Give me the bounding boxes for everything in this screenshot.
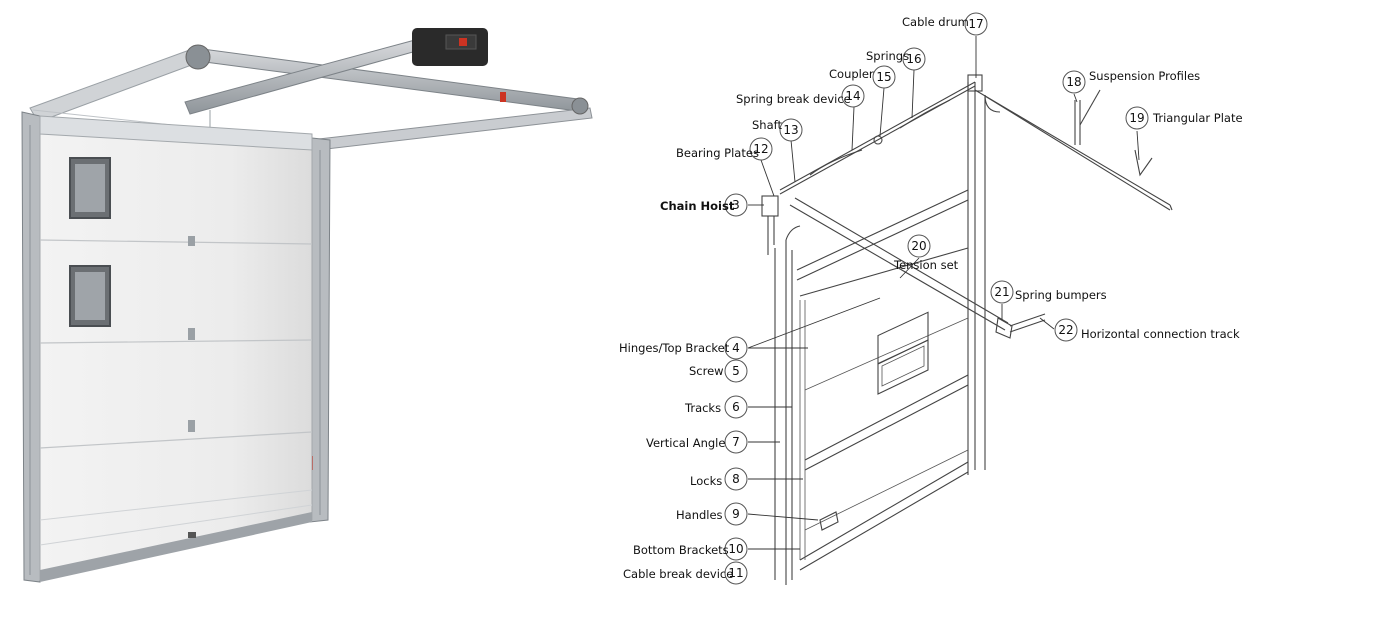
callout-shaft: 13 Shaft [752, 118, 803, 142]
door-photo [21, 28, 593, 583]
door-panel-drawing [796, 189, 969, 571]
callout-number-8: 8 [732, 472, 740, 486]
callout-bubble-17 [964, 12, 988, 36]
callout-hinges-top-bracket: 4 Hinges/Top Bracket [619, 336, 748, 360]
callout-number-9: 9 [732, 507, 740, 521]
callout-tracks: 6 Tracks [684, 395, 748, 419]
callout-chain-hoist: 3 Chain Hoist [660, 193, 748, 217]
label-triangular-plate: Triangular Plate [1152, 111, 1243, 125]
callout-number-15: 15 [876, 70, 891, 84]
callout-bubble-4 [724, 336, 748, 360]
label-bottom-brackets: Bottom Brackets [633, 543, 729, 557]
callout-number-18: 18 [1066, 75, 1081, 89]
callout-bubble-22 [1054, 318, 1078, 342]
callout-bubble-16 [902, 47, 926, 71]
callout-spring-break-device: 14 Spring break device [736, 84, 865, 108]
label-hinges-top-bracket: Hinges/Top Bracket [619, 341, 730, 355]
callout-number-6: 6 [732, 400, 740, 414]
callout-bubble-21 [990, 280, 1014, 304]
label-chain-hoist: Chain Hoist [660, 199, 735, 213]
callout-number-4: 4 [732, 341, 740, 355]
callout-bearing-plates: 12 Bearing Plates [676, 137, 773, 161]
callout-spring-bumpers: 21 Spring bumpers [990, 280, 1107, 304]
door-panel [39, 115, 313, 582]
callout-bubble-9 [724, 502, 748, 526]
callout-number-12: 12 [753, 142, 768, 156]
label-cable-break-device: Cable break device [623, 567, 733, 581]
callout-cable-break-device: 11 Cable break device [623, 561, 748, 585]
horizontal-tracks-drawing [789, 89, 1173, 339]
callout-bubble-20 [907, 234, 931, 258]
leader-lines [747, 36, 1140, 550]
technical-drawing: 17 Cable drum 16 Springs 15 Coupler 14 S… [619, 12, 1243, 585]
callout-number-10: 10 [728, 542, 743, 556]
callout-coupler: 15 Coupler [829, 65, 896, 89]
opener-motor [412, 28, 488, 66]
callout-vertical-angle: 7 Vertical Angle [646, 430, 748, 454]
callout-bubble-6 [724, 395, 748, 419]
label-suspension-profiles: Suspension Profiles [1089, 69, 1200, 83]
callout-bubble-18 [1062, 70, 1086, 94]
callout-suspension-profiles: 18 Suspension Profiles [1062, 69, 1200, 94]
callout-springs: 16 Springs [866, 47, 926, 71]
callout-number-5: 5 [732, 364, 740, 378]
callout-tension-set: 20 Tension set [893, 234, 959, 272]
callout-number-13: 13 [783, 123, 798, 137]
label-spring-bumpers: Spring bumpers [1015, 288, 1107, 302]
callout-cable-drum: 17 Cable drum [902, 12, 988, 36]
callout-bubble-11 [724, 561, 748, 585]
label-coupler: Coupler [829, 67, 874, 81]
callout-bubble-8 [724, 467, 748, 491]
callout-number-21: 21 [994, 285, 1009, 299]
callout-bubble-7 [724, 430, 748, 454]
label-springs: Springs [866, 49, 909, 63]
label-handles: Handles [676, 508, 723, 522]
suspension-drawing [1074, 89, 1153, 177]
door-frame [21, 111, 331, 583]
label-screw: Screw [689, 364, 724, 378]
label-locks: Locks [690, 474, 722, 488]
label-spring-break-device: Spring break device [736, 92, 851, 106]
callout-number-16: 16 [906, 52, 921, 66]
callout-bottom-brackets: 10 Bottom Brackets [633, 537, 748, 561]
callout-bubble-14 [841, 84, 865, 108]
label-bearing-plates: Bearing Plates [676, 146, 759, 160]
callout-bubble-3 [724, 193, 748, 217]
callout-bubble-12 [749, 137, 773, 161]
callout-number-22: 22 [1058, 323, 1073, 337]
label-tracks: Tracks [684, 401, 721, 415]
callout-number-17: 17 [968, 17, 983, 31]
callout-screw: 5 Screw [689, 359, 748, 383]
callout-bubble-15 [872, 65, 896, 89]
label-cable-drum: Cable drum [902, 15, 969, 29]
label-horizontal-connection-track: Horizontal connection track [1081, 327, 1240, 341]
shaft-drawing [761, 74, 983, 255]
callout-handles: 9 Handles [676, 502, 748, 526]
callout-bubble-19 [1125, 106, 1149, 130]
overhead-rails [29, 39, 593, 172]
callout-horizontal-connection-track: 22 Horizontal connection track [1054, 318, 1240, 342]
callout-bubble-10 [724, 537, 748, 561]
callout-bubble-13 [779, 118, 803, 142]
callout-number-7: 7 [732, 435, 740, 449]
callout-number-14: 14 [845, 89, 860, 103]
callout-bubble-5 [724, 359, 748, 383]
callout-triangular-plate: 19 Triangular Plate [1125, 106, 1243, 130]
callout-number-11: 11 [728, 566, 743, 580]
label-shaft: Shaft [752, 118, 782, 132]
callout-locks: 8 Locks [690, 467, 748, 491]
label-tension-set: Tension set [893, 258, 959, 272]
callout-number-3: 3 [732, 198, 740, 212]
callout-number-20: 20 [911, 239, 926, 253]
label-vertical-angle: Vertical Angle [646, 436, 725, 450]
door-frame-drawing [774, 82, 1001, 585]
callout-number-19: 19 [1129, 111, 1144, 125]
